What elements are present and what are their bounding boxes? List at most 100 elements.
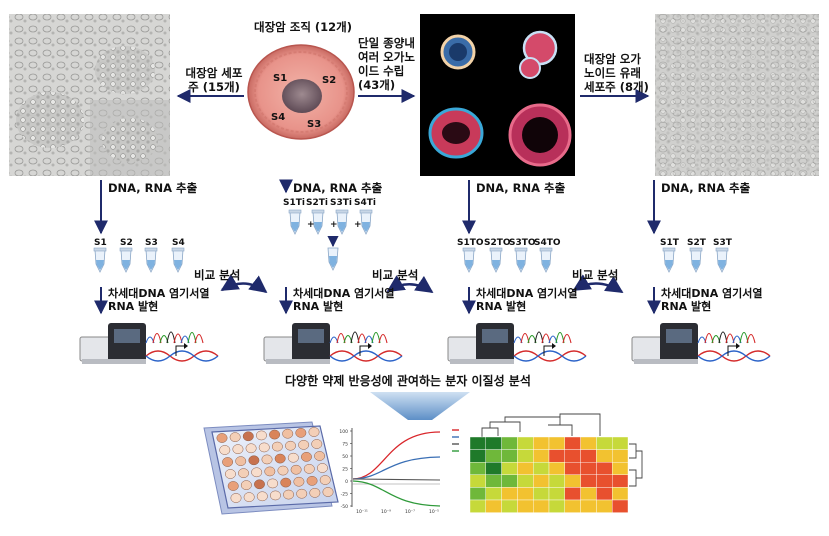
svg-text:+: + [354,220,362,230]
heatmap-cell [549,450,565,463]
heatmap-cell [596,475,612,488]
well [220,445,230,454]
well [267,479,277,488]
heatmap-cell [533,462,549,475]
x-tick-label: 10⁻⁷ [405,509,415,515]
heatmap-cell [517,500,533,513]
tube-label-S3Ti: S3Ti [330,198,352,208]
bottom-title: 다양한 약제 반응성에 관여하는 분자 이질성 분석 [285,374,531,388]
heatmap-cell [596,487,612,500]
chromatogram-2 [330,332,387,343]
derived-cell-line-micrograph [655,14,819,176]
heatmap-cell [581,462,597,475]
well [233,445,243,454]
tube-S1TO [463,248,475,272]
heatmap-cell [502,475,518,488]
heatmap-cell [565,500,581,513]
tube-label-S3: S3 [145,238,158,248]
tube-S2TO [490,248,502,272]
sequencer-2 [264,323,402,364]
x-tick-label: 10⁻⁹ [381,509,391,515]
heatmap-cell [581,500,597,513]
tube-label-S4: S4 [172,238,185,248]
heatmap-cell [565,450,581,463]
heatmap-cell [517,437,533,450]
compare-arrow-1 [222,283,266,292]
well [298,440,308,449]
well [246,444,256,453]
heatmap-cell [596,500,612,513]
heatmap-cell [502,437,518,450]
heatmap-cell [502,500,518,513]
y-tick-label: 50 [342,454,348,460]
heatmap [470,414,642,513]
heatmap-cell [486,462,502,475]
tube-S4TO [540,248,552,272]
well [312,439,322,448]
tube-label-S2TO: S2TO [484,238,511,248]
svg-text:+: + [307,220,315,230]
tube-S3 [145,248,157,272]
heatmap-cell [486,437,502,450]
heatmap-cell [502,487,518,500]
well [270,491,280,500]
heatmap-cell [470,487,486,500]
well [244,493,254,502]
heatmap-cell [470,462,486,475]
region-s4: S4 [271,111,285,125]
organoid-fluorescence-image [420,14,575,176]
well [314,451,324,460]
well [222,457,232,466]
curve-gray [353,479,440,480]
well [278,466,288,475]
extract-label-2: DNA, RNA 추출 [293,181,382,195]
region-s2: S2 [322,74,336,88]
tube-label-S3T: S3T [713,238,732,248]
well [272,442,282,451]
svg-text:+: + [330,220,338,230]
well [243,432,253,441]
well [304,464,314,473]
sequencer-1 [80,323,218,364]
heatmap-cell [502,462,518,475]
well [297,489,307,498]
heatmap-cell [596,462,612,475]
heatmap-cell [549,437,565,450]
heatmap-cell [549,487,565,500]
tube-S2T [690,248,702,272]
y-tick-label: 25 [342,467,348,473]
tube-label-S2: S2 [120,238,133,248]
y-tick-label: -50 [341,504,348,510]
well [281,478,291,487]
well [309,427,319,436]
tube-S3TO [515,248,527,272]
heatmap-cell [486,500,502,513]
well [236,457,246,466]
well [320,475,330,484]
heatmap-cell [549,462,565,475]
heatmap-cell [612,475,628,488]
compare-arrow-3 [574,283,622,292]
heatmap-cell [470,450,486,463]
heatmap-cell [470,475,486,488]
heatmap-cell [486,475,502,488]
well [251,468,261,477]
region-s3: S3 [307,118,321,132]
well [294,477,304,486]
cell-line-micrograph [9,14,170,176]
dna-helix-4 [698,343,770,361]
well [262,455,272,464]
tube-S4Ti [360,210,372,234]
well [217,433,227,442]
region-s1: S1 [273,72,287,86]
x-tick-label: 10⁻¹¹ [356,509,368,515]
well [323,487,333,496]
well [238,469,248,478]
well [283,490,293,499]
extract-label-3: DNA, RNA 추출 [476,181,565,195]
tissue-title: 대장암 조직 (12개) [254,20,352,34]
heatmap-cell [533,487,549,500]
